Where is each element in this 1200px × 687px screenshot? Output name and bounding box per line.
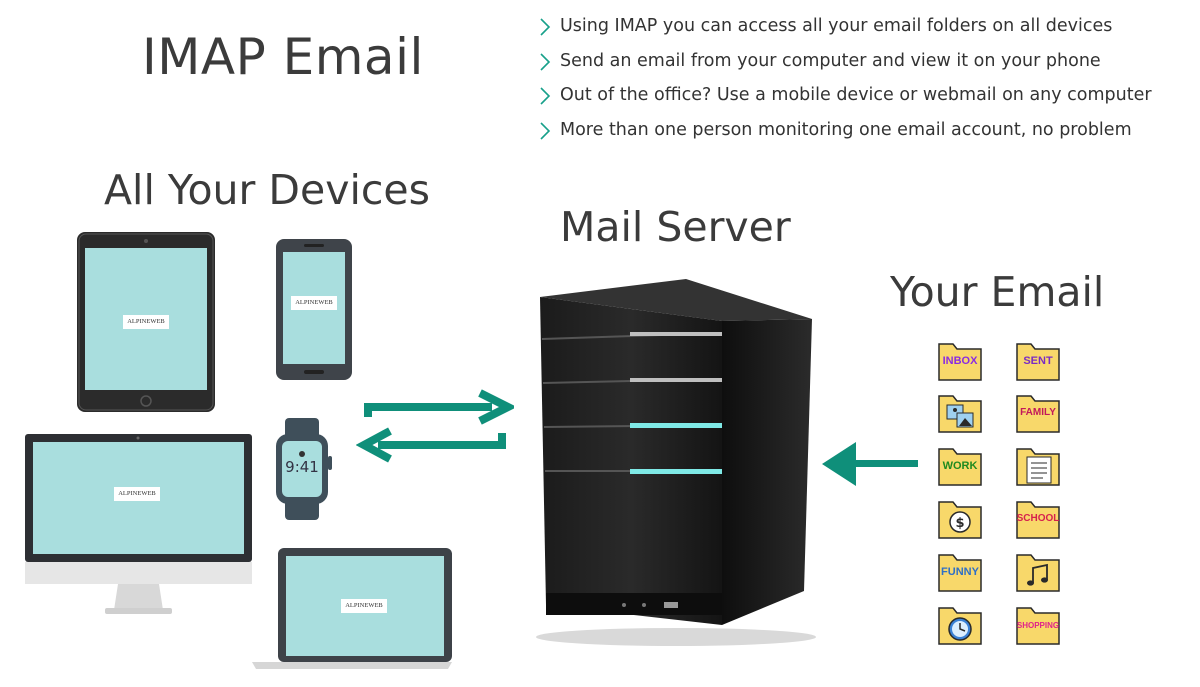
desktop-monitor-device: ALPINEWEB — [25, 434, 252, 616]
chevron-right-icon — [540, 52, 551, 71]
chevron-right-icon — [540, 121, 551, 140]
devices-heading: All Your Devices — [104, 166, 430, 214]
alpineweb-logo: ALPINEWEB — [341, 599, 387, 613]
shopping-folder-icon: SHOPPING — [1015, 602, 1061, 646]
smartwatch-device: 9:41 — [272, 418, 334, 520]
sent-folder-icon: SENT — [1015, 338, 1061, 382]
finance-folder-icon: $ — [937, 496, 983, 540]
folder-label: FAMILY — [1020, 407, 1056, 418]
list-item-text: More than one person monitoring one emai… — [560, 119, 1132, 140]
list-item-text: Using IMAP you can access all your email… — [560, 16, 1113, 36]
folder-label: WORK — [942, 460, 978, 472]
alpineweb-logo: ALPINEWEB — [291, 296, 337, 310]
family-folder-icon: FAMILY — [1015, 390, 1061, 434]
inbox-folder-icon: INBOX — [937, 338, 983, 382]
tablet-device: ALPINEWEB — [77, 232, 215, 412]
music-folder-icon — [1015, 549, 1061, 593]
school-folder-icon: SCHOOL — [1015, 496, 1061, 540]
work-folder-icon: WORK — [937, 443, 983, 487]
laptop-device: ALPINEWEB — [252, 548, 452, 670]
sync-arrows-icon — [356, 389, 514, 465]
email-heading: Your Email — [890, 268, 1105, 316]
chevron-right-icon — [540, 18, 551, 36]
page-title: IMAP Email — [142, 28, 424, 86]
list-item-text: Send an email from your computer and vie… — [560, 50, 1101, 71]
folder-label: SENT — [1023, 355, 1053, 367]
folder-label: SCHOOL — [1016, 513, 1060, 524]
photos-folder-icon — [937, 390, 983, 434]
server-heading: Mail Server — [560, 203, 791, 251]
list-item-text: Out of the office? Use a mobile device o… — [560, 85, 1152, 105]
watch-time: 9:41 — [285, 458, 319, 476]
clock-folder-icon — [937, 602, 983, 646]
svg-text:$: $ — [955, 516, 964, 531]
chevron-right-icon — [540, 87, 551, 105]
folder-label: INBOX — [942, 355, 978, 367]
documents-folder-icon — [1015, 443, 1061, 487]
alpineweb-logo: ALPINEWEB — [114, 487, 160, 501]
mail-server-image — [536, 275, 816, 647]
folder-label: FUNNY — [941, 566, 979, 578]
alpineweb-logo: ALPINEWEB — [123, 315, 169, 329]
folder-label: SHOPPING — [1016, 621, 1060, 630]
left-arrow-icon — [820, 438, 920, 490]
phone-device: ALPINEWEB — [276, 239, 352, 380]
funny-folder-icon: FUNNY — [937, 549, 983, 593]
